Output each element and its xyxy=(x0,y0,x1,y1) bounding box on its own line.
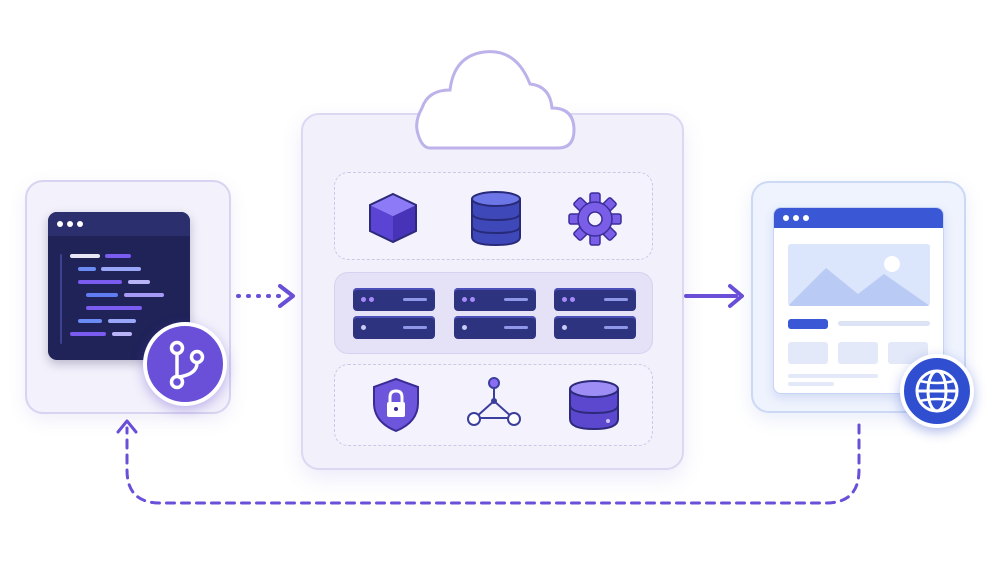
gear-icon xyxy=(568,192,622,246)
server-rack-icon xyxy=(454,288,536,340)
arrow-center-to-right xyxy=(684,284,744,308)
browser-window-icon xyxy=(773,207,944,394)
browser-titlebar xyxy=(774,208,943,228)
dotted-arrow-left-to-center xyxy=(236,284,295,308)
cube-icon xyxy=(369,192,417,244)
servers-row xyxy=(334,272,653,354)
server-rack-icon xyxy=(353,288,435,340)
globe-icon xyxy=(915,369,959,413)
storage-disk-icon xyxy=(569,380,619,431)
git-branch-badge xyxy=(143,322,227,406)
database-icon xyxy=(471,191,521,247)
network-nodes-icon xyxy=(467,377,521,426)
server-rack-icon xyxy=(554,288,636,340)
git-branch-icon xyxy=(169,340,205,390)
image-placeholder-icon xyxy=(788,244,930,306)
cloud-icon xyxy=(415,50,576,150)
dashed-feedback-arrow-right-to-left xyxy=(116,419,861,505)
shield-lock-icon xyxy=(373,377,419,433)
globe-badge xyxy=(900,354,974,428)
code-editor-titlebar xyxy=(48,212,190,236)
